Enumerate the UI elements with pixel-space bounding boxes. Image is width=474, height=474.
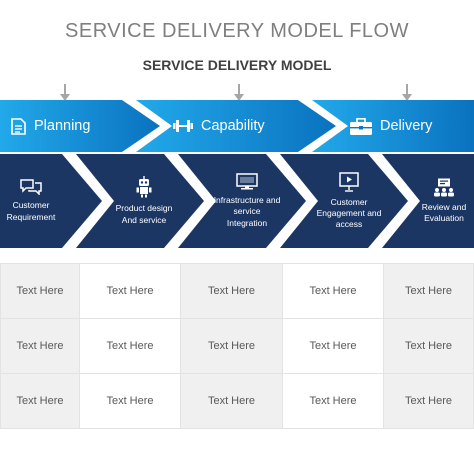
phase-band [0,100,474,152]
table-cell: Text Here [180,263,283,319]
step-review-evaluation: Review and Evaluation [414,154,474,248]
down-arrow-icon [60,84,70,101]
presentation-icon [339,171,359,192]
table-cell: Text Here [383,373,474,429]
table-cell: Text Here [383,263,474,319]
page-title: SERVICE DELIVERY MODEL FLOW [65,20,409,42]
phase-chevron-delivery [312,100,474,152]
table-cell: Text Here [79,263,181,319]
phase-label: Planning [34,118,91,134]
down-arrow-icon [402,84,412,101]
table-cell: Text Here [180,373,283,429]
step-chevron-5 [382,154,474,248]
text-table: Text Here Text Here Text Here Text Here … [0,263,474,429]
dumbbell-icon [173,120,193,132]
table-cell: Text Here [282,318,384,374]
table-cell: Text Here [79,318,181,374]
monitor-icon [236,173,258,190]
table-cell: Text Here [282,373,384,429]
phase-planning: Planning [11,100,90,152]
step-product-design: Product design And service [106,154,182,248]
step-label: Review and Evaluation [421,201,467,223]
table-cell: Text Here [0,373,80,429]
step-infrastructure: Infrastructure and service Integration [206,154,288,248]
process-steps [0,154,474,248]
step-chevron-3 [178,154,306,248]
phase-chevron-planning [0,100,160,152]
phase-label: Delivery [380,118,433,134]
step-label: Infrastructure and service Integration [213,195,281,228]
table-cell: Text Here [282,263,384,319]
meeting-icon [434,178,454,197]
step-customer-engagement: Customer Engagement and access [308,154,390,248]
table-cell: Text Here [0,318,80,374]
step-label: Customer Requirement [6,200,56,222]
step-label: Product design And service [115,203,173,225]
table-cell: Text Here [383,318,474,374]
phase-label: Capability [201,118,265,134]
step-customer-requirement: Customer Requirement [0,154,62,248]
table-cell: Text Here [180,318,283,374]
table-cell: Text Here [0,263,80,319]
document-icon [11,117,26,135]
step-chevron-1 [0,154,102,248]
robot-icon [136,176,152,198]
table-cell: Text Here [79,373,181,429]
step-chevron-4 [280,154,408,248]
chat-bubbles-icon [20,179,42,196]
step-label: Customer Engagement and access [316,196,382,230]
phase-capability: Capability [173,100,265,152]
briefcase-icon [350,117,372,135]
down-arrow-icon [234,84,244,101]
phase-chevron-capability [136,100,336,152]
step-chevron-2 [76,154,204,248]
diagram-subtitle: SERVICE DELIVERY MODEL [142,57,332,73]
phase-delivery: Delivery [350,100,432,152]
